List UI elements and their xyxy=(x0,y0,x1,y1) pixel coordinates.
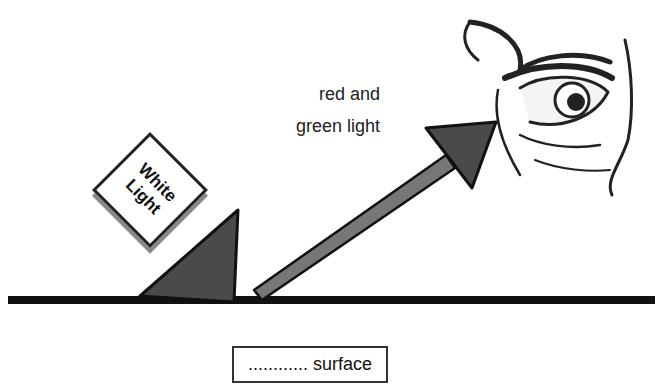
eye-drawing xyxy=(465,22,632,195)
light-label: red and green light xyxy=(284,78,380,142)
answer-box: ............ surface xyxy=(232,346,388,383)
arrow-head xyxy=(426,122,496,188)
arrow-label: White Light xyxy=(113,153,187,227)
surface-line xyxy=(8,296,655,304)
arrow-shaft xyxy=(254,155,455,300)
box-label: ............ surface xyxy=(248,354,372,375)
light-arrow-box: White Light xyxy=(92,132,208,248)
